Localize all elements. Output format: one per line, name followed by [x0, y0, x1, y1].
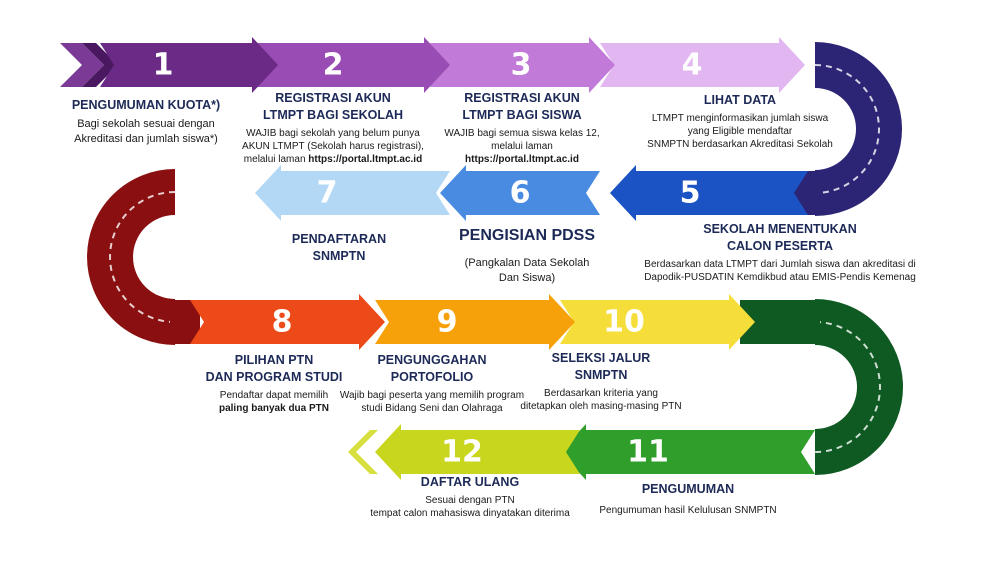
start-chevron-2 [82, 43, 118, 87]
step-2-title: REGISTRASI AKUN LTMPT BAGI SEKOLAH [262, 91, 404, 122]
step-4-title: LIHAT DATA [703, 93, 777, 107]
step-6-number: 6 [509, 175, 531, 211]
step-10-desc: Berdasarkan kriteria yang ditetapkan ole… [520, 388, 682, 412]
arrow-step-10 [560, 294, 755, 350]
curve-green [814, 299, 903, 475]
step-8-desc: Pendaftar dapat memilih paling banyak dua… [206, 389, 343, 415]
arrow-step-12 [375, 424, 580, 480]
curve-red [87, 169, 176, 345]
step-1-number: 1 [152, 47, 174, 83]
step-3-number: 3 [510, 47, 532, 83]
arrow-step-9 [375, 294, 575, 350]
step-10-title: SELEKSI JALUR SNMPTN [551, 351, 651, 382]
arrow-step-11 [560, 424, 815, 480]
step-1-title: PENGUMUMAN KUOTA*) [71, 98, 221, 112]
step-6-title: PENGISIAN PDSS [458, 227, 596, 244]
step-8-text: PILIHAN PTN DAN PROGRAM STUDI Pendaftar … [206, 352, 343, 415]
step-5-number: 5 [679, 175, 701, 211]
step-4-text: LIHAT DATA LTMPT menginformasikan jumlah… [647, 92, 833, 151]
step-11-title: PENGUMUMAN [641, 482, 735, 496]
portal-link[interactable]: https://portal.ltmpt.ac.id [465, 154, 579, 165]
step-11-number: 11 [627, 434, 669, 470]
step-8-title: PILIHAN PTN DAN PROGRAM STUDI [205, 353, 343, 384]
step-1-text: PENGUMUMAN KUOTA*) Bagi sekolah sesuai d… [72, 97, 220, 147]
step-7-number: 7 [316, 175, 338, 211]
arrow-step-6 [440, 165, 600, 221]
step-12-title: DAFTAR ULANG [420, 475, 520, 489]
step-9-number: 9 [436, 304, 458, 340]
step-4-desc: LTMPT menginformasikan jumlah siswa yang… [647, 113, 833, 150]
step-8-desc-bold: paling banyak dua PTN [218, 403, 330, 414]
step-2-text: REGISTRASI AKUN LTMPT BAGI SEKOLAH WAJIB… [242, 90, 424, 166]
arrow-step-7 [255, 165, 450, 221]
step-7-title: PENDAFTARAN SNMPTN [291, 232, 387, 263]
step-5-title: SEKOLAH MENENTUKAN CALON PESERTA [703, 222, 857, 253]
step-3-desc: WAJIB bagi semua siswa kelas 12, melalui… [444, 127, 599, 166]
step-9-desc: Wajib bagi peserta yang memilih program … [339, 390, 525, 414]
arrow-step-8 [190, 294, 385, 350]
step-8-number: 8 [271, 304, 293, 340]
step-4-number: 4 [681, 47, 703, 83]
step-6-desc: (Pangkalan Data Sekolah Dan Siswa) [464, 257, 590, 284]
end-chevron [348, 430, 378, 474]
step-9-text: PENGUNGGAHAN PORTOFOLIO Wajib bagi peser… [340, 352, 524, 415]
curve-purple-dashes [814, 64, 880, 194]
arrow-step-3 [430, 37, 615, 93]
arrow-step-4 [600, 37, 805, 93]
step-5-desc: Berdasarkan data LTMPT dari Jumlah siswa… [644, 259, 916, 283]
step-1-desc: Bagi sekolah sesuai dengan Akreditasi da… [74, 118, 218, 145]
step-12-desc: Sesuai dengan PTN tempat calon mahasiswa… [370, 495, 570, 519]
step-3-text: REGISTRASI AKUN LTMPT BAGI SISWA WAJIB b… [444, 90, 599, 166]
curve-red-dashes [109, 191, 176, 323]
arrow-step-2 [255, 37, 450, 93]
step-2-number: 2 [322, 47, 344, 83]
step-3-desc-text: WAJIB bagi semua siswa kelas 12, melalui… [444, 128, 600, 152]
step-5-text: SEKOLAH MENENTUKAN CALON PESERTA Berdasa… [644, 221, 916, 284]
portal-link[interactable]: https://portal.ltmpt.ac.id [308, 154, 423, 165]
step-10-number: 10 [603, 304, 645, 340]
step-7-text: PENDAFTARAN SNMPTN [292, 231, 386, 265]
step-2-desc-text: WAJIB bagi sekolah yang belum punya AKUN… [242, 128, 424, 165]
step-10-text: SELEKSI JALUR SNMPTN Berdasarkan kriteri… [520, 350, 681, 413]
step-11-desc: Pengumuman hasil Kelulusan SNMPTN [599, 505, 777, 516]
step-12-number: 12 [441, 434, 483, 470]
step-3-title: REGISTRASI AKUN LTMPT BAGI SISWA [462, 91, 582, 122]
step-9-title: PENGUNGGAHAN PORTOFOLIO [377, 353, 487, 384]
arrow-step-1 [100, 37, 278, 93]
step-8-desc-text: Pendaftar dapat memilih [219, 390, 329, 401]
curve-green-dashes [814, 321, 881, 453]
arrow-step-5 [610, 165, 808, 221]
step-2-desc: WAJIB bagi sekolah yang belum punya AKUN… [242, 127, 424, 166]
step-12-text: DAFTAR ULANG Sesuai dengan PTN tempat ca… [370, 474, 570, 520]
step-6-text: PENGISIAN PDSS (Pangkalan Data Sekolah D… [459, 226, 595, 286]
step-11-text: PENGUMUMAN Pengumuman hasil Kelulusan SN… [599, 481, 776, 517]
